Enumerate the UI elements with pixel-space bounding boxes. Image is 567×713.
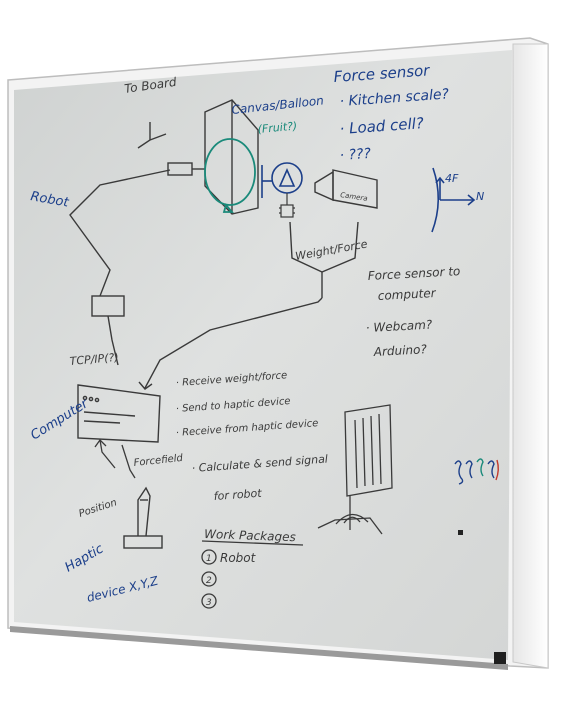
label-force-n: N <box>476 190 484 203</box>
force-vector-drawing <box>431 167 476 233</box>
haptic-device-drawing <box>123 486 163 549</box>
balloon-drawing <box>204 138 256 213</box>
label-camera: Camera <box>340 191 368 203</box>
label-wp-3-num: 3 <box>206 598 212 608</box>
haptic-arrows <box>94 438 136 479</box>
work-package-circles <box>201 540 304 609</box>
label-work-packages: Work Packages <box>204 527 296 544</box>
label-force-sensor-to-computer-2: computer <box>377 286 437 303</box>
label-wp-1-num: 1 <box>206 554 212 564</box>
label-forcefield: Forcefield <box>133 453 184 469</box>
label-calculate-2: for robot <box>213 487 262 503</box>
canvas-plate <box>204 99 259 215</box>
label-robot: Robot <box>29 189 70 211</box>
label-kitchen-scale: · Kitchen scale? <box>339 86 450 110</box>
sensor-chip <box>279 193 295 218</box>
arrow-to-computer <box>138 297 323 390</box>
label-load-cell: · Load cell? <box>339 114 424 138</box>
weight-force-bracket <box>289 221 359 298</box>
robot-drawing <box>69 122 205 366</box>
computer-drawing <box>77 384 161 443</box>
marker-scribble <box>454 458 499 485</box>
label-wp-2-num: 2 <box>206 576 212 586</box>
label-force-f: 4F <box>445 172 459 185</box>
label-tcp-ip: TCP/IP(?) <box>69 351 119 368</box>
camera-drawing <box>314 169 378 209</box>
label-fruit: (Fruit?) <box>257 120 298 136</box>
label-force-sensor-to-computer-1: Force sensor to <box>367 264 460 283</box>
radiator-drawing <box>317 404 393 535</box>
label-unknown: · ??? <box>339 146 372 164</box>
magnet-dot <box>458 530 463 535</box>
board-frame-right-side <box>512 43 549 669</box>
label-arduino: Arduino? <box>372 342 427 359</box>
label-wp-1-robot: Robot <box>220 551 257 565</box>
board-bottom-edge <box>10 626 508 670</box>
label-webcam: · Webcam? <box>365 318 433 335</box>
board-corner-cap <box>494 652 506 664</box>
